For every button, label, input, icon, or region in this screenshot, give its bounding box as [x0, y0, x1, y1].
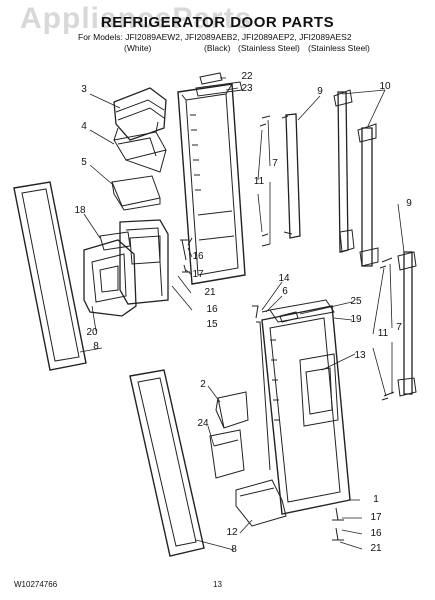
callout-13: 13 — [354, 350, 366, 361]
callout-25: 25 — [350, 296, 362, 307]
callout-11b: 11 — [377, 328, 389, 339]
variant-black: (Black) — [204, 43, 231, 53]
left-door-gasket — [13, 181, 87, 371]
callout-3: 3 — [81, 84, 87, 95]
callout-20: 20 — [86, 327, 98, 338]
callout-17a: 17 — [192, 269, 204, 280]
variant-stainless-1: (Stainless Steel) — [238, 43, 300, 53]
right-door-bin-2 — [215, 391, 249, 429]
callout-21a: 21 — [204, 287, 216, 298]
callout-7b: 7 — [396, 322, 402, 333]
callout-21b: 21 — [370, 543, 382, 554]
watermark: ApplianceParts — [20, 2, 253, 35]
ice-bucket — [83, 239, 137, 317]
left-upper-bin — [111, 175, 161, 211]
callout-11a: 11 — [253, 176, 265, 187]
right-door-bin-24 — [209, 429, 245, 479]
diagram-title: REFRIGERATOR DOOR PARTS — [100, 14, 335, 31]
callout-24: 24 — [197, 418, 209, 429]
page-number: 13 — [213, 580, 222, 589]
variant-stainless-2: (Stainless Steel) — [308, 43, 370, 53]
right-door-gasket — [129, 369, 205, 557]
callout-15: 15 — [206, 319, 218, 330]
leader-lines — [79, 77, 405, 551]
right-door-panel — [261, 305, 351, 515]
callout-6: 6 — [282, 286, 288, 297]
callout-16b: 16 — [206, 304, 218, 315]
variant-white: (White) — [124, 43, 152, 53]
callout-1: 1 — [373, 494, 379, 505]
callout-5: 5 — [81, 157, 87, 168]
callout-18: 18 — [74, 205, 86, 216]
ice-dispenser-housing — [119, 219, 169, 305]
models-line: For Models: JFI2089AEW2, JFI2089AEB2, JF… — [78, 32, 352, 42]
right-door-bin-12 — [235, 479, 287, 527]
doc-number: W10274766 — [14, 580, 58, 589]
left-door-panel — [177, 83, 246, 285]
left-dairy-bin — [113, 121, 167, 173]
right-door-cap — [269, 299, 335, 323]
callout-16a: 16 — [192, 251, 204, 262]
handle-left-door — [259, 113, 301, 247]
callout-12: 12 — [226, 527, 238, 538]
handle-freezer-door — [333, 89, 379, 267]
callout-8b: 8 — [231, 544, 237, 555]
callout-23: 23 — [241, 83, 253, 94]
top-hinge — [195, 72, 243, 97]
callout-9a: 9 — [317, 86, 323, 97]
callout-8a: 8 — [93, 341, 99, 352]
callout-14: 14 — [278, 273, 290, 284]
callout-19: 19 — [350, 314, 362, 325]
handle-fresh-food-door — [379, 251, 417, 401]
callout-2: 2 — [200, 379, 206, 390]
left-door-screws — [180, 237, 193, 273]
left-dairy-cover — [113, 87, 167, 141]
callout-16c: 16 — [370, 528, 382, 539]
callout-10: 10 — [379, 81, 391, 92]
right-door-screws — [252, 305, 344, 541]
callout-7a: 7 — [272, 158, 278, 169]
ice-chute-cover — [99, 231, 131, 251]
callout-9b: 9 — [406, 198, 412, 209]
callout-22: 22 — [241, 71, 253, 82]
callout-4: 4 — [81, 121, 87, 132]
callout-17b: 17 — [370, 512, 382, 523]
